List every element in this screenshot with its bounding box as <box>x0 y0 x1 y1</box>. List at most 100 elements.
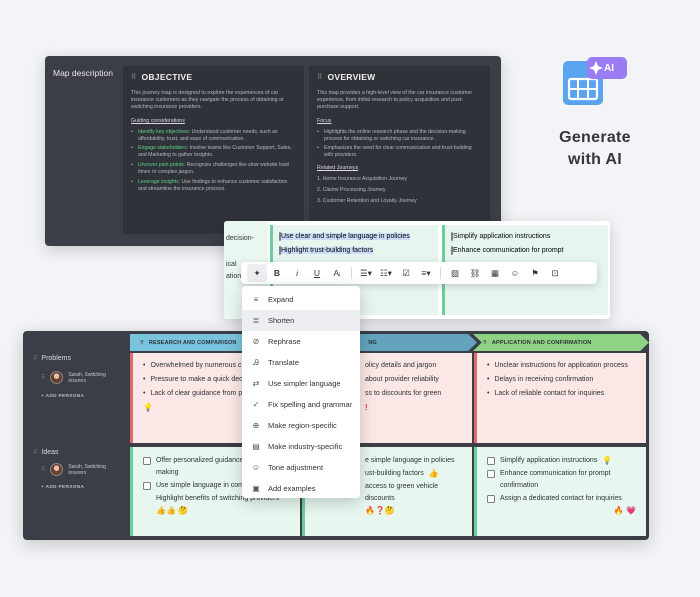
list-item: •Delays in receiving confirmation <box>487 376 594 383</box>
translate-icon: Ꭿ <box>253 357 259 367</box>
checkbox[interactable] <box>279 232 281 241</box>
ai-badge-label: AI <box>604 63 614 74</box>
list-item: •Pressure to make a quick dec <box>143 376 243 383</box>
checkbox[interactable] <box>487 457 495 465</box>
menu-item-shorten[interactable]: ≣Shorten <box>242 310 360 331</box>
list-item: olicy details and jargon <box>365 362 437 369</box>
checklist-item[interactable]: Use simple language in com <box>143 480 290 492</box>
italic-button[interactable]: i <box>295 268 299 278</box>
objective-column[interactable]: ⠿OBJECTIVE This journey map is designed … <box>123 66 304 234</box>
overview-column[interactable]: ⠿OVERVIEW This map provides a high-level… <box>309 66 490 234</box>
menu-item-industry-specific[interactable]: ▤Make industry-specific <box>252 442 343 451</box>
menu-item-add-examples[interactable]: ▣Add examples <box>252 484 316 493</box>
drag-handle-icon[interactable]: ⠿ <box>131 74 137 81</box>
bullet-list-icon[interactable]: ☷▾ <box>380 267 392 278</box>
link-icon[interactable]: ⛓ <box>469 267 481 278</box>
list-item[interactable]: 3. Customer Retention and Loyalty Journe… <box>317 198 417 205</box>
list-item: •Unclear instructions for application pr… <box>487 362 628 369</box>
image-icon[interactable]: ▨ <box>450 267 460 278</box>
reaction-icons: 🔥 💗 <box>613 506 636 515</box>
persona-chip[interactable]: ⠿Sarah, Switching insurers <box>41 371 106 384</box>
checklist-item[interactable]: Assign a dedicated contact for inquiries <box>487 493 636 505</box>
focus-title: Focus <box>317 117 332 124</box>
drag-handle-icon[interactable]: ⠿ <box>41 466 46 473</box>
checklist-item[interactable]: Use clear and simple language in policie… <box>279 232 410 241</box>
drag-handle-icon[interactable]: ⠿ <box>41 374 46 381</box>
add-persona-button[interactable]: + ADD PERSONA <box>41 485 85 490</box>
overview-heading: ⠿OVERVIEW <box>317 72 376 82</box>
checkbox[interactable] <box>143 482 151 490</box>
list-item: Identify key objectives: Understand cust… <box>131 129 296 143</box>
checkbox[interactable] <box>143 457 151 465</box>
menu-item-fix-spelling[interactable]: ✓Fix spelling and grammar <box>252 400 353 409</box>
checklist-item[interactable]: Enhance communication for prompt confirm… <box>487 468 636 492</box>
generate-with-ai-heading: Generate with AI <box>559 129 631 168</box>
shorten-icon: ≣ <box>252 316 260 325</box>
checklist-item[interactable]: access to green vehicle discounts <box>365 483 439 502</box>
checkbox[interactable] <box>487 495 495 503</box>
drag-handle-icon[interactable]: ⠿ <box>33 450 38 456</box>
stage-application-and-confirmation[interactable]: ⠿APPLICATION AND CONFIRMATION <box>473 334 649 351</box>
related-journeys-title: Related Journeys <box>317 165 359 172</box>
list-item: Highlights the online research phase and… <box>317 129 482 143</box>
tone-icon: ☺ <box>251 463 261 472</box>
menu-item-simpler-language[interactable]: ⇄Use simpler language <box>252 379 341 388</box>
checklist-item[interactable]: Simplify application instructions <box>451 232 551 241</box>
guiding-list: Identify key objectives: Understand cust… <box>131 129 296 193</box>
checklist-item[interactable]: Simplify application instructions💡 <box>487 455 636 467</box>
checkbox[interactable] <box>279 246 281 255</box>
list-item: •Overwhelmed by numerous c <box>143 362 242 369</box>
expand-icon: ≡ <box>253 295 259 304</box>
menu-item-rephrase[interactable]: ⊘Rephrase <box>252 337 301 346</box>
spellcheck-icon: ✓ <box>252 400 260 409</box>
list-item[interactable]: 2. Claims Processing Journey <box>317 187 386 194</box>
list-item[interactable]: 1. Home Insurance Acquisition Journey <box>317 176 407 183</box>
underline-button[interactable]: U <box>313 268 321 278</box>
checkbox[interactable] <box>451 232 453 241</box>
list-item: Leverage insights: Use findings to enhan… <box>131 179 296 193</box>
align-icon[interactable]: ≡▾ <box>421 267 431 278</box>
ai-sparkle-icon[interactable]: ✦ <box>247 264 267 282</box>
lightbulb-icon: 💡 <box>602 456 613 465</box>
checklist-item[interactable]: ust-building factors👍 <box>365 469 439 478</box>
checklist-item[interactable]: Enhance communication for prompt <box>451 246 564 255</box>
menu-item-tone-adjustment[interactable]: ☺Tone adjustment <box>251 463 324 472</box>
add-persona-button[interactable]: + ADD PERSONA <box>41 394 85 399</box>
simplify-icon: ⇄ <box>252 379 260 388</box>
menu-item-expand[interactable]: ≡Expand <box>242 289 360 310</box>
text-size-button[interactable]: Aᵢ <box>333 268 341 278</box>
ideas-cell-application[interactable]: Simplify application instructions💡 Enhan… <box>474 447 646 536</box>
bold-button[interactable]: B <box>273 268 281 278</box>
ai-table-icon <box>563 57 627 105</box>
problems-cell-application[interactable]: •Unclear instructions for application pr… <box>474 353 646 443</box>
checklist-icon[interactable]: ☑ <box>402 267 410 278</box>
emoji-icon[interactable]: ☺ <box>510 268 520 278</box>
checklist-item[interactable]: Highlight benefits of switching provider… <box>156 495 279 502</box>
checklist-item[interactable]: e simple language in policies <box>365 457 455 464</box>
divider <box>440 267 441 279</box>
checkbox[interactable] <box>451 246 453 255</box>
list-item: Engage stakeholders: Involve teams like … <box>131 145 296 159</box>
avatar <box>50 463 64 476</box>
examples-icon: ▣ <box>252 484 260 493</box>
flag-icon[interactable]: ⚑ <box>531 267 539 278</box>
drag-handle-icon[interactable]: ⠿ <box>33 356 38 362</box>
guiding-considerations-title: Guiding considerations <box>131 117 185 124</box>
focus-list: Highlights the online research phase and… <box>317 129 482 160</box>
journey-board: ⠿RESEARCH AND COMPARISON NG ⠿APPLICATION… <box>23 331 649 540</box>
checkbox[interactable] <box>487 470 495 478</box>
avatar <box>50 371 64 384</box>
list-item: ss to discounts for green <box>365 390 442 397</box>
table-icon[interactable]: ▦ <box>490 267 500 278</box>
related-journeys-list: 1. Home Insurance Acquisition Journey 2.… <box>317 176 482 205</box>
row-label-problems: ⠿Problems <box>33 355 71 362</box>
map-description-label: Map description <box>53 68 114 78</box>
persona-chip[interactable]: ⠿Sarah, Switching insurers <box>41 463 106 476</box>
checklist-item[interactable]: Highlight trust-building factors <box>279 246 374 255</box>
numbered-list-icon[interactable]: ☰▾ <box>360 267 372 278</box>
drag-handle-icon[interactable]: ⠿ <box>317 74 323 81</box>
menu-item-region-specific[interactable]: ⊕Make region-specific <box>252 421 337 430</box>
embed-icon[interactable]: ⊡ <box>551 267 559 278</box>
